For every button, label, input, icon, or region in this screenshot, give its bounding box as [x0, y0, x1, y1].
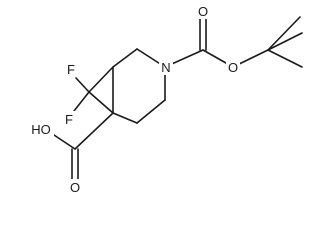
- atom-label-f2: F: [65, 112, 73, 127]
- atom-nitrogen: N: [159, 59, 173, 75]
- bond-cf2-c-bottom: [88, 91, 114, 114]
- atom-label-f1: F: [67, 62, 75, 77]
- bond-c-f1: [75, 77, 90, 93]
- bond-ring-4: [136, 99, 166, 124]
- atom-label-nitrogen: N: [161, 60, 170, 75]
- bond-tbu-methyl-bottom: [267, 49, 303, 68]
- atom-labels: F F N O O HO O: [28, 3, 240, 195]
- bond-cf2-c-top: [88, 66, 114, 93]
- atom-o-carbonyl-boc: O: [196, 3, 210, 19]
- atom-label-hydroxyl: HO: [31, 122, 51, 137]
- bond-tbu-methyl-right: [267, 32, 303, 51]
- atom-label-o-carbonyl-boc: O: [198, 4, 208, 19]
- atom-o-ester-boc: O: [226, 59, 240, 75]
- bond-tbu-methyl-top: [267, 16, 301, 51]
- atom-o-carbonyl-acid: O: [68, 179, 82, 195]
- bond-c-f2: [73, 91, 90, 112]
- atom-label-o-carbonyl-acid: O: [70, 180, 80, 195]
- atom-hydroxyl: HO: [28, 121, 54, 137]
- bond-ring-5: [112, 112, 138, 124]
- atom-label-o-ester-boc: O: [228, 60, 238, 75]
- bond-ring-1: [112, 48, 138, 68]
- bonds: [47, 16, 303, 183]
- bond-c-cooh: [74, 112, 114, 150]
- atom-f2: F: [62, 111, 76, 127]
- atom-f1: F: [64, 61, 78, 77]
- chemical-structure: F F N O O HO O: [28, 3, 303, 195]
